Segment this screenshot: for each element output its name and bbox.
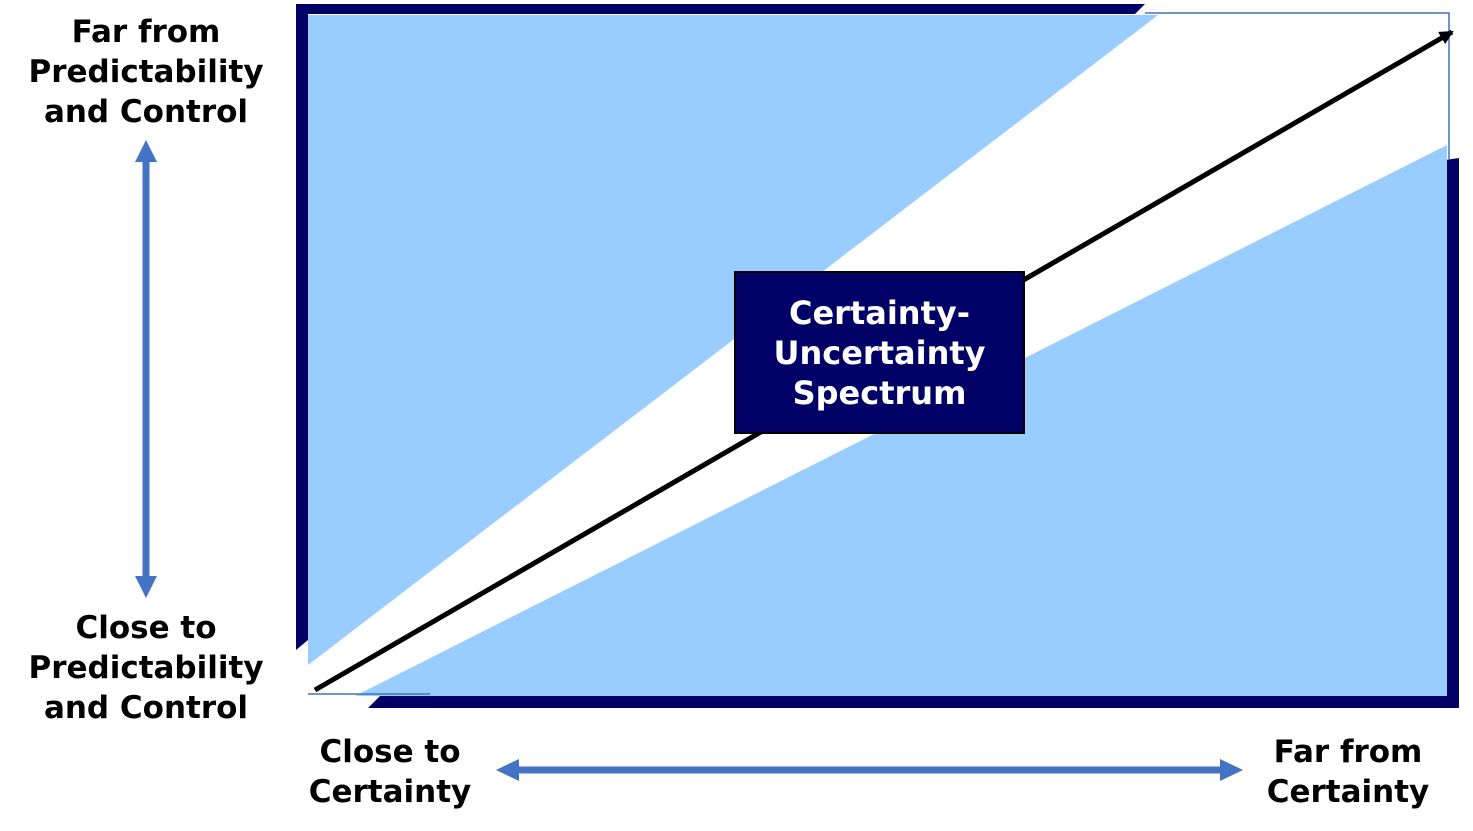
- x-axis-right-label-line-1: Far from: [1273, 734, 1423, 770]
- y-axis-bottom-label: Close to Predictability and Control: [0, 608, 292, 728]
- y-axis-top-label: Far from Predictability and Control: [0, 12, 292, 132]
- x-axis-left-label-line-1: Close to: [319, 734, 461, 770]
- x-axis-arrow-head-right: [1220, 759, 1243, 781]
- y-axis-bottom-label-line-3: and Control: [43, 690, 249, 726]
- spectrum-title-box: Certainty- Uncertainty Spectrum: [734, 271, 1025, 434]
- spectrum-title-line-2: Uncertainty: [773, 333, 986, 372]
- frame-thin-outline: [1145, 12, 1450, 160]
- y-axis-bottom-label-line-1: Close to: [75, 610, 217, 646]
- y-axis-bottom-label-line-2: Predictability: [28, 650, 264, 686]
- x-axis-right-label-line-2: Certainty: [1266, 774, 1430, 810]
- spectrum-title-line-3: Spectrum: [792, 373, 967, 412]
- x-axis-left-label-line-2: Certainty: [308, 774, 472, 810]
- x-axis-right-label: Far from Certainty: [1248, 732, 1448, 812]
- y-axis-arrow-head-bottom: [135, 576, 157, 598]
- y-axis-arrow-head-top: [135, 140, 157, 162]
- upper-left-wedge: [308, 15, 1158, 665]
- x-axis-left-label: Close to Certainty: [290, 732, 490, 812]
- y-axis-top-label-line-1: Far from: [71, 14, 221, 50]
- spectrum-title-line-1: Certainty-: [788, 293, 971, 332]
- x-axis-arrow-head-left: [496, 759, 519, 781]
- y-axis-top-label-line-2: Predictability: [28, 54, 264, 90]
- y-axis-top-label-line-3: and Control: [43, 94, 249, 130]
